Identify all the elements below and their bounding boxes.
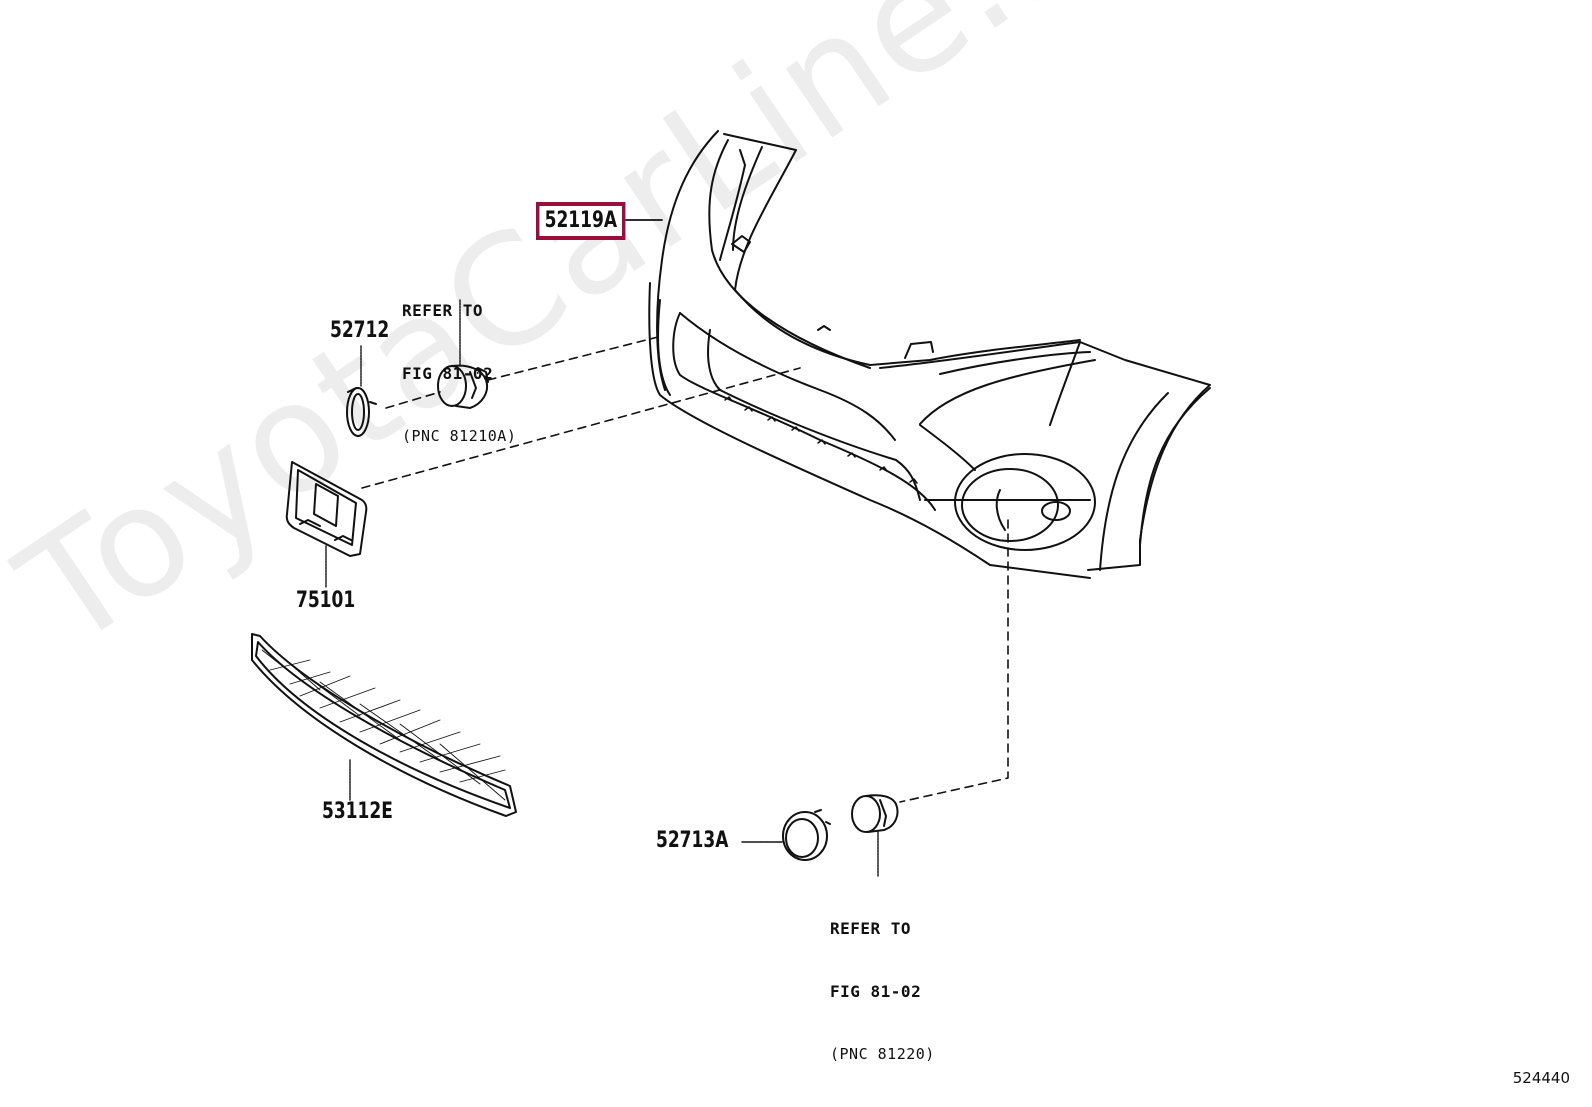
bezel-52713A-drawing[interactable] — [782, 809, 831, 861]
ref-line2: FIG 81-02 — [830, 982, 922, 1001]
figure-number: 524440 — [1512, 1069, 1570, 1087]
plate-bracket-75101-drawing[interactable] — [285, 461, 368, 557]
lower-grille-53112E-drawing[interactable] — [251, 633, 517, 817]
callout-53112E[interactable]: 53112E — [322, 799, 393, 824]
assembly-lines — [361, 336, 1009, 803]
ref-line2: FIG 81-02 — [402, 364, 494, 383]
ref-line1: REFER TO — [402, 301, 484, 320]
bumper-cover-drawing[interactable] — [648, 130, 1211, 579]
reference-note-fog-lamp-right[interactable]: REFER TO FIG 81-02 (PNC 81220) — [830, 876, 935, 1107]
fog-lamp-left-drawing[interactable] — [437, 364, 489, 409]
ref-line1: REFER TO — [830, 919, 912, 938]
ref-pnc: (PNC 81220) — [830, 1045, 935, 1063]
bezel-52712-drawing[interactable] — [346, 387, 377, 437]
ref-pnc: (PNC 81210A) — [402, 427, 517, 445]
callout-52119A[interactable]: 52119A — [536, 202, 626, 240]
fog-lamp-right-drawing[interactable] — [851, 794, 899, 833]
callout-52713A[interactable]: 52713A — [656, 828, 729, 853]
reference-note-fog-lamp-left[interactable]: REFER TO FIG 81-02 (PNC 81210A) — [402, 258, 516, 489]
callout-52712[interactable]: 52712 — [330, 318, 390, 343]
callout-75101[interactable]: 75101 — [296, 588, 356, 613]
